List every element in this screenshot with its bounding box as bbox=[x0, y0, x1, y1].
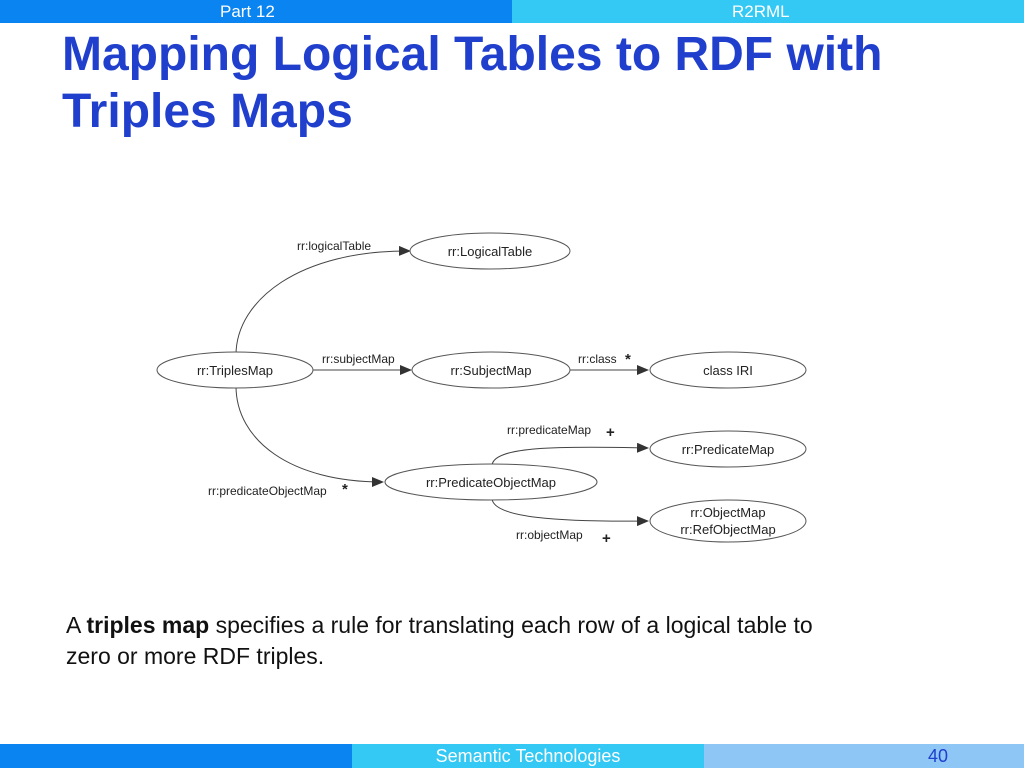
node-logical-table-shape bbox=[409, 232, 571, 270]
footer-bar: Semantic Technologies 40 bbox=[0, 744, 1024, 768]
cardinality-object-map: + bbox=[602, 530, 611, 547]
edge-label-class: rr:class bbox=[578, 352, 617, 366]
node-class-iri-label: class IRI bbox=[703, 363, 753, 378]
footer-page-section: 40 bbox=[704, 744, 1024, 768]
node-subject-map-label: rr:SubjectMap bbox=[451, 363, 532, 378]
edge-label-object-map: rr:objectMap bbox=[516, 528, 583, 542]
node-predicate-object-map-label: rr:PredicateObjectMap bbox=[426, 475, 556, 490]
footer-course-label: Semantic Technologies bbox=[352, 744, 704, 768]
node-subject-map-shape bbox=[411, 351, 571, 389]
cardinality-class: * bbox=[625, 351, 631, 368]
node-predicate-map-shape bbox=[649, 430, 807, 468]
edge-object-map bbox=[491, 497, 649, 527]
node-triples-map-shape bbox=[156, 351, 314, 389]
header-bar: Part 12 R2RML bbox=[0, 0, 1024, 23]
header-part-label: Part 12 bbox=[220, 2, 275, 21]
edge-predicate-object-map bbox=[235, 385, 384, 487]
cardinality-predicate-map: + bbox=[606, 424, 615, 441]
caption-rest: specifies a rule for translating each ro… bbox=[66, 612, 813, 669]
slide-title: Mapping Logical Tables to RDF with Tripl… bbox=[62, 28, 883, 138]
edge-logical-table bbox=[235, 245, 411, 356]
node-logical-table-label: rr:LogicalTable bbox=[448, 244, 533, 259]
header-part-section: Part 12 bbox=[0, 0, 512, 23]
caption-term: triples map bbox=[86, 612, 210, 638]
node-predicate-map-label: rr:PredicateMap bbox=[682, 442, 774, 457]
header-topic-section: R2RML bbox=[512, 0, 1024, 23]
node-object-map-shape bbox=[649, 499, 807, 543]
footer-left-section bbox=[0, 744, 352, 768]
edge-label-predicate-map: rr:predicateMap bbox=[507, 423, 591, 437]
page-number: 40 bbox=[928, 746, 949, 766]
header-topic-label: R2RML bbox=[732, 2, 790, 21]
slide-caption: A triples map specifies a rule for trans… bbox=[66, 610, 826, 672]
node-triples-map-label: rr:TriplesMap bbox=[197, 363, 273, 378]
node-object-map-label-line1: rr:ObjectMap bbox=[690, 505, 765, 520]
caption-prefix: A bbox=[66, 612, 87, 638]
edge-label-predicate-object-map: rr:predicateObjectMap bbox=[208, 484, 327, 498]
edge-label-logical-table: rr:logicalTable bbox=[297, 239, 371, 253]
node-class-iri-shape bbox=[649, 351, 807, 389]
cardinality-predicate-object-map: * bbox=[342, 481, 348, 498]
node-object-map-label-line2: rr:RefObjectMap bbox=[680, 522, 775, 537]
node-predicate-object-map-shape bbox=[384, 463, 598, 501]
edge-predicate-map bbox=[491, 442, 649, 467]
edge-label-subject-map: rr:subjectMap bbox=[322, 352, 395, 366]
